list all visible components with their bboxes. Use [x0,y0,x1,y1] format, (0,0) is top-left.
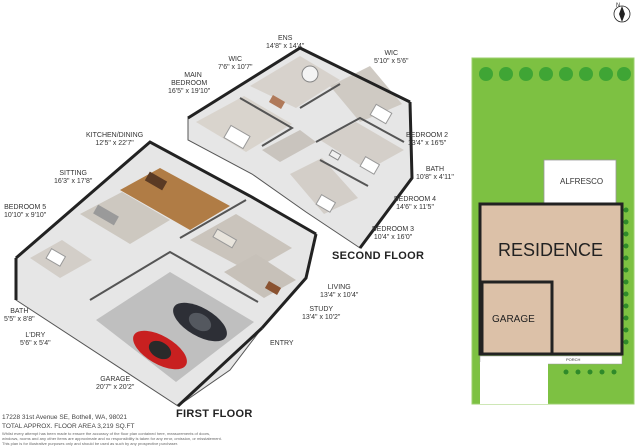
compass-icon [613,5,631,23]
bed4 [359,155,381,175]
kitchen-floor [120,168,230,230]
living-sofa [212,228,238,249]
hedge-dots [563,207,629,375]
hall-floor [262,130,316,162]
tree-row [479,67,631,81]
garage-site-label: GARAGE [492,314,535,325]
driveway [480,362,548,404]
study-desk [264,281,282,295]
address: 17228 31st Avenue SE, Bothell, WA, 98021 [2,414,128,421]
sitting-floor [80,192,170,244]
floor-area: TOTAL APPROX. FLOOR AREA 3,219 SQ.FT [2,423,135,430]
first-floor-plan [14,140,318,408]
bedroom2-floor [330,66,402,122]
main-bed [223,124,251,150]
alfresco-area [543,159,617,207]
site-plan [471,57,635,405]
compass-label: N [616,3,621,9]
bed2 [369,103,393,125]
main-bedroom-floor [196,96,292,152]
ensuite-floor [250,56,340,108]
entry-label: ENTRY [270,340,294,347]
porch-label: PORCH [566,357,581,362]
disclaimer-line-3: This plan is for illustrative purposes o… [2,441,179,446]
bed3 [315,193,337,213]
garage-floor [96,272,254,382]
bathtub [301,65,319,83]
first-floor-title: FIRST FLOOR [176,408,253,420]
residence-label: RESIDENCE [498,240,604,260]
sofa [93,204,119,226]
dining-table [144,171,168,191]
disclaimer-line-1: Whilst every attempt has been made to en… [2,431,211,436]
bedroom4-floor [320,122,404,170]
garage-block [480,280,554,356]
dark-car [173,302,227,342]
disclaimer-line-2: windows, rooms and any other items are a… [2,436,222,441]
alfresco-label: ALFRESCO [560,177,604,186]
red-car [133,330,187,370]
bedroom3-floor [290,158,358,214]
second-floor-plan [187,46,414,249]
living-floor [190,214,292,272]
porch-area [479,355,623,365]
second-floor-title: SECOND FLOOR [332,250,425,262]
